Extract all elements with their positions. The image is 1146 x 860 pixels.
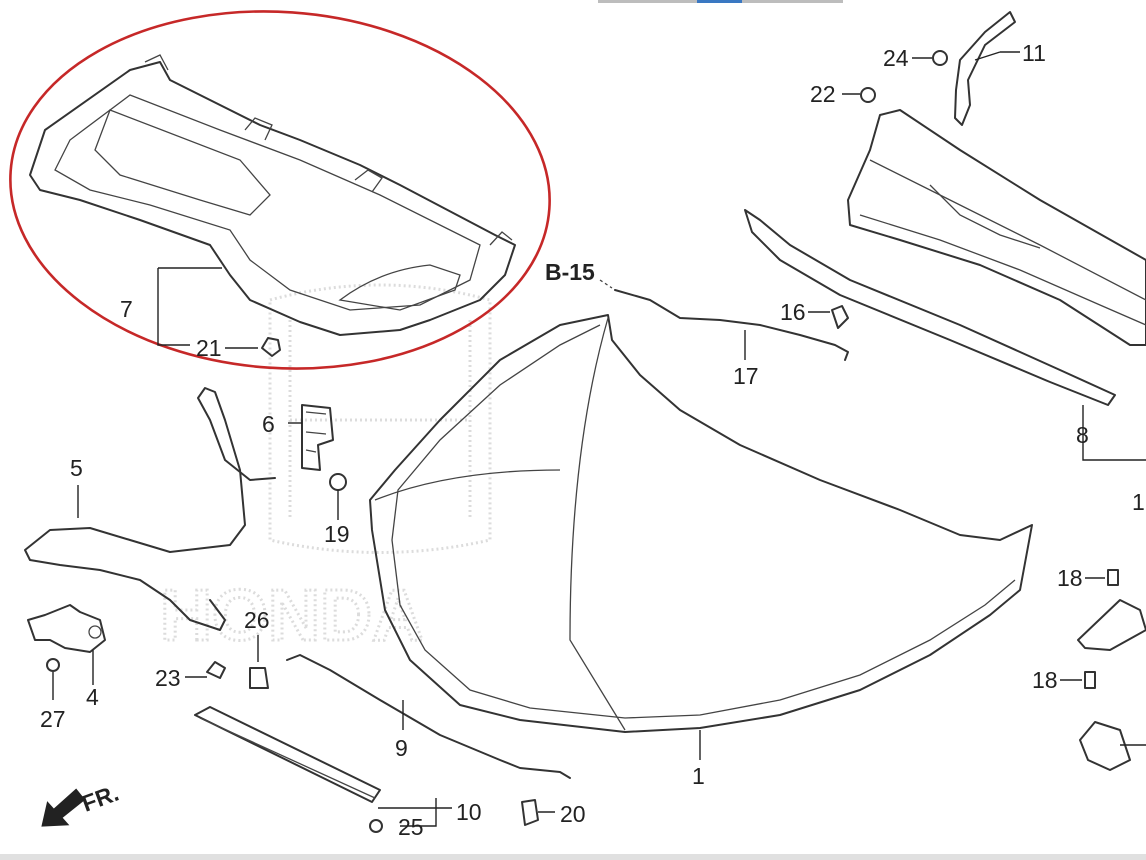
leader-lines — [52, 51, 1146, 827]
callout-4: 4 — [86, 684, 99, 710]
callout-11: 11 — [1022, 40, 1046, 66]
cowl-top-part — [847, 109, 1146, 346]
callout-25: 25 — [398, 814, 424, 840]
strip-10 — [194, 706, 381, 803]
clip-20 — [521, 799, 539, 826]
callout-27: 27 — [40, 706, 66, 732]
clip-24 — [932, 50, 948, 66]
bottom-bar — [0, 854, 1146, 860]
callout-23: 23 — [155, 665, 181, 691]
front-direction-arrow: FR. — [41, 780, 122, 827]
lock-4 — [27, 604, 106, 653]
callout-12-partial: 1 — [1132, 489, 1145, 515]
callout-10: 10 — [456, 799, 482, 825]
callout-22: 22 — [810, 81, 836, 107]
hinge-6 — [301, 404, 334, 471]
clip-23 — [206, 661, 226, 679]
bumper-22 — [860, 87, 876, 103]
callout-9: 9 — [395, 735, 408, 761]
cable-17 — [614, 289, 849, 361]
callout-16: 16 — [780, 299, 806, 325]
bolt-27 — [46, 658, 60, 672]
watermark-text: HONDA — [160, 576, 424, 656]
callout-19: 19 — [324, 521, 350, 547]
seal-11 — [954, 11, 1016, 126]
hood-insulator-part — [29, 54, 516, 336]
clip-25 — [369, 819, 383, 833]
callout-8: 8 — [1076, 422, 1089, 448]
callout-24: 24 — [883, 45, 909, 71]
reference-label: B-15 — [545, 259, 595, 285]
weatherstrip-8 — [744, 209, 1116, 406]
seal-9 — [286, 654, 571, 779]
callout-26: 26 — [244, 607, 270, 633]
bolt-18-lower — [1084, 671, 1096, 689]
callout-18-lower: 18 — [1032, 667, 1058, 693]
hood-part — [369, 314, 1033, 733]
bracket-right — [1079, 721, 1131, 771]
callout-20: 20 — [560, 801, 586, 827]
cable-5 — [24, 387, 276, 631]
callout-6: 6 — [262, 411, 275, 437]
fr-label: FR. — [78, 780, 122, 817]
highlight-circle — [9, 10, 551, 370]
bolt-18-upper — [1107, 569, 1119, 586]
cable-17-dash — [599, 279, 613, 289]
clip-26 — [249, 667, 269, 689]
callout-1: 1 — [692, 763, 705, 789]
callout-18-upper: 18 — [1057, 565, 1083, 591]
callout-5: 5 — [70, 455, 83, 481]
clip-21 — [261, 337, 281, 357]
callout-17: 17 — [733, 363, 759, 389]
top-bar-accent — [697, 0, 742, 3]
clip-16 — [831, 305, 849, 329]
callout-7: 7 — [120, 296, 133, 322]
nut-19 — [329, 473, 347, 491]
hinge-right — [1077, 599, 1146, 651]
callout-21: 21 — [196, 335, 222, 361]
